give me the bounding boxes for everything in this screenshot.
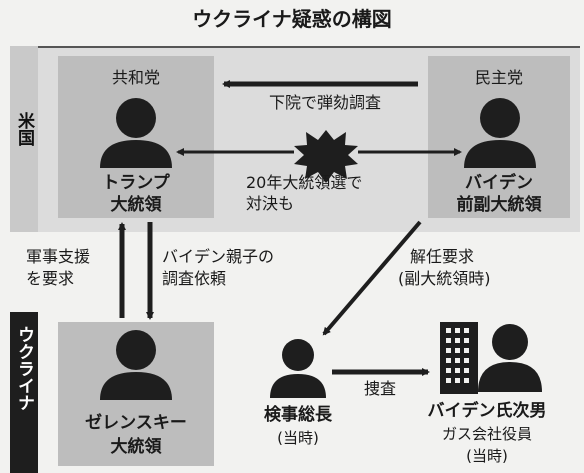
zelensky-name-line1: ゼレンスキー bbox=[85, 413, 187, 433]
probe-label-line2: 調査依頼 bbox=[162, 269, 227, 288]
us-label: 米国 bbox=[10, 112, 38, 152]
biden-name-line1: バイデン bbox=[465, 173, 533, 193]
probe-label-line1: バイデン親子の bbox=[162, 247, 275, 266]
diagram-title: ウクライナ疑惑の構図 bbox=[192, 7, 392, 31]
zelensky-person-icon bbox=[100, 330, 172, 400]
aid-label-line2: を要求 bbox=[26, 269, 75, 288]
us-label-text: 米国 bbox=[14, 112, 34, 146]
impeachment-label: 下院で弾劾調査 bbox=[268, 93, 381, 112]
election-label-line1: 20年大統領選で bbox=[246, 173, 363, 192]
ukraine-side-bar bbox=[10, 312, 38, 473]
us-side-bar bbox=[10, 46, 38, 232]
son-name: バイデン氏次男 bbox=[427, 401, 547, 421]
explosion-icon bbox=[294, 130, 358, 183]
dismissal-arrow bbox=[322, 220, 422, 336]
son-note: (当時) bbox=[466, 447, 508, 465]
dismissal-label-line1: 解任要求 bbox=[410, 247, 475, 266]
ukraine-label-text: ウクライナ bbox=[14, 326, 34, 411]
ukraine-label: ウクライナ bbox=[10, 326, 38, 417]
building-icon bbox=[440, 322, 478, 394]
aid-label-line1: 軍事支援 bbox=[26, 247, 91, 266]
middle-section bbox=[10, 232, 580, 312]
republican-party-label: 共和党 bbox=[111, 68, 160, 87]
prosecutor-note: (当時) bbox=[277, 429, 319, 447]
zelensky-name-line2: 大統領 bbox=[110, 437, 162, 457]
prosecutor-person-icon bbox=[270, 339, 326, 398]
prosecutor-name: 検事総長 bbox=[264, 405, 332, 425]
dismissal-label-line2: (副大統領時) bbox=[398, 269, 491, 288]
trump-name-line1: トランプ bbox=[102, 173, 170, 193]
biden-name-line2: 前副大統領 bbox=[456, 195, 542, 215]
investigation-label: 捜査 bbox=[363, 379, 396, 398]
biden-person-icon bbox=[464, 98, 536, 168]
son-person-icon bbox=[478, 324, 542, 392]
election-label-line2: 対決も bbox=[246, 194, 295, 213]
trump-name-line2: 大統領 bbox=[110, 195, 162, 215]
trump-person-icon bbox=[100, 98, 172, 168]
son-role: ガス会社役員 bbox=[441, 425, 532, 443]
democrat-party-label: 民主党 bbox=[474, 68, 523, 87]
